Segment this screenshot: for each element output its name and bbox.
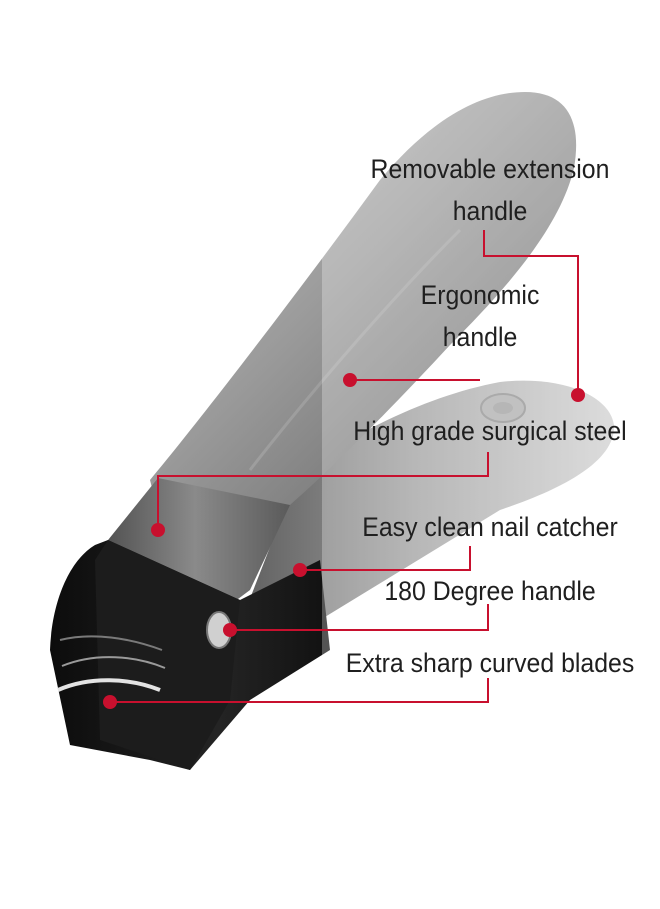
callout-surgical-steel: High grade surgical steel	[334, 410, 647, 452]
callout-nail-catcher: Easy clean nail catcher	[343, 506, 637, 548]
callout-line: handle	[442, 322, 518, 352]
callout-line: Extra sharp curved blades	[345, 648, 635, 678]
callout-line: handle	[452, 196, 528, 226]
leader-dot	[571, 388, 585, 402]
extension-handle	[230, 380, 615, 650]
label-backdrop	[322, 0, 660, 904]
callout-line: High grade surgical steel	[353, 416, 627, 446]
lever-block	[100, 478, 290, 605]
callout-removable-extension: Removable extension handle	[343, 148, 637, 232]
callout-ergonomic: Ergonomic handle	[388, 274, 572, 358]
leader-dot	[103, 695, 117, 709]
curved-blade	[57, 678, 161, 692]
callout-line: Easy clean nail catcher	[362, 512, 618, 542]
leader-dot	[223, 623, 237, 637]
callout-degree-handle: 180 Degree handle	[352, 570, 628, 612]
leader-dot	[343, 373, 357, 387]
callout-curved-blades: Extra sharp curved blades	[334, 642, 647, 684]
leader-dots	[103, 373, 585, 709]
callout-line: Removable extension	[370, 154, 610, 184]
leader-dot	[151, 523, 165, 537]
leader-dot	[293, 563, 307, 577]
leader-lines	[110, 230, 579, 703]
callout-line: Ergonomic	[420, 280, 540, 310]
callout-line: 180 Degree handle	[384, 576, 596, 606]
upper-lever	[150, 92, 577, 520]
